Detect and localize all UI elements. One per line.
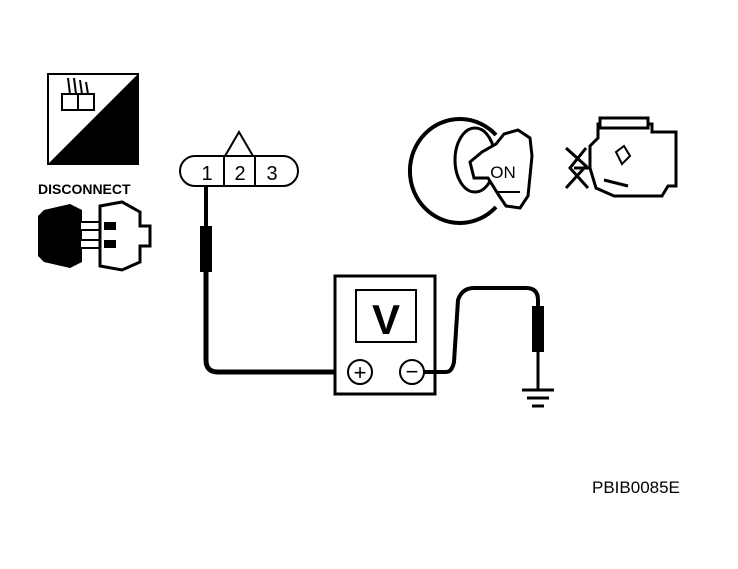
positive-lead	[200, 186, 346, 375]
ignition-on-label: ON	[490, 163, 516, 182]
voltmeter: V + −	[333, 274, 437, 396]
positive-terminal	[347, 359, 373, 385]
connector-pin-1: 1	[201, 163, 212, 185]
figure-code: PBIB0085E	[592, 478, 680, 497]
disconnect-icon	[38, 200, 152, 272]
disconnect-label: DISCONNECT	[38, 181, 131, 197]
negative-terminal-sign: −	[406, 359, 419, 384]
connector-pin-3: 3	[266, 163, 277, 185]
connector-pin-2: 2	[234, 163, 245, 185]
positive-terminal-sign: +	[354, 360, 367, 385]
ts-badge: T.S.	[47, 73, 139, 165]
negative-lead	[424, 286, 544, 390]
harness-connector: 1 2 3	[179, 130, 299, 187]
connector-icon	[61, 77, 95, 111]
voltmeter-label: V	[372, 296, 400, 343]
ignition-key-icon: ON	[407, 117, 534, 225]
ts-badge-label: T.S.	[85, 135, 126, 162]
ground-symbol	[522, 388, 554, 408]
engine-running-icon	[564, 116, 678, 198]
